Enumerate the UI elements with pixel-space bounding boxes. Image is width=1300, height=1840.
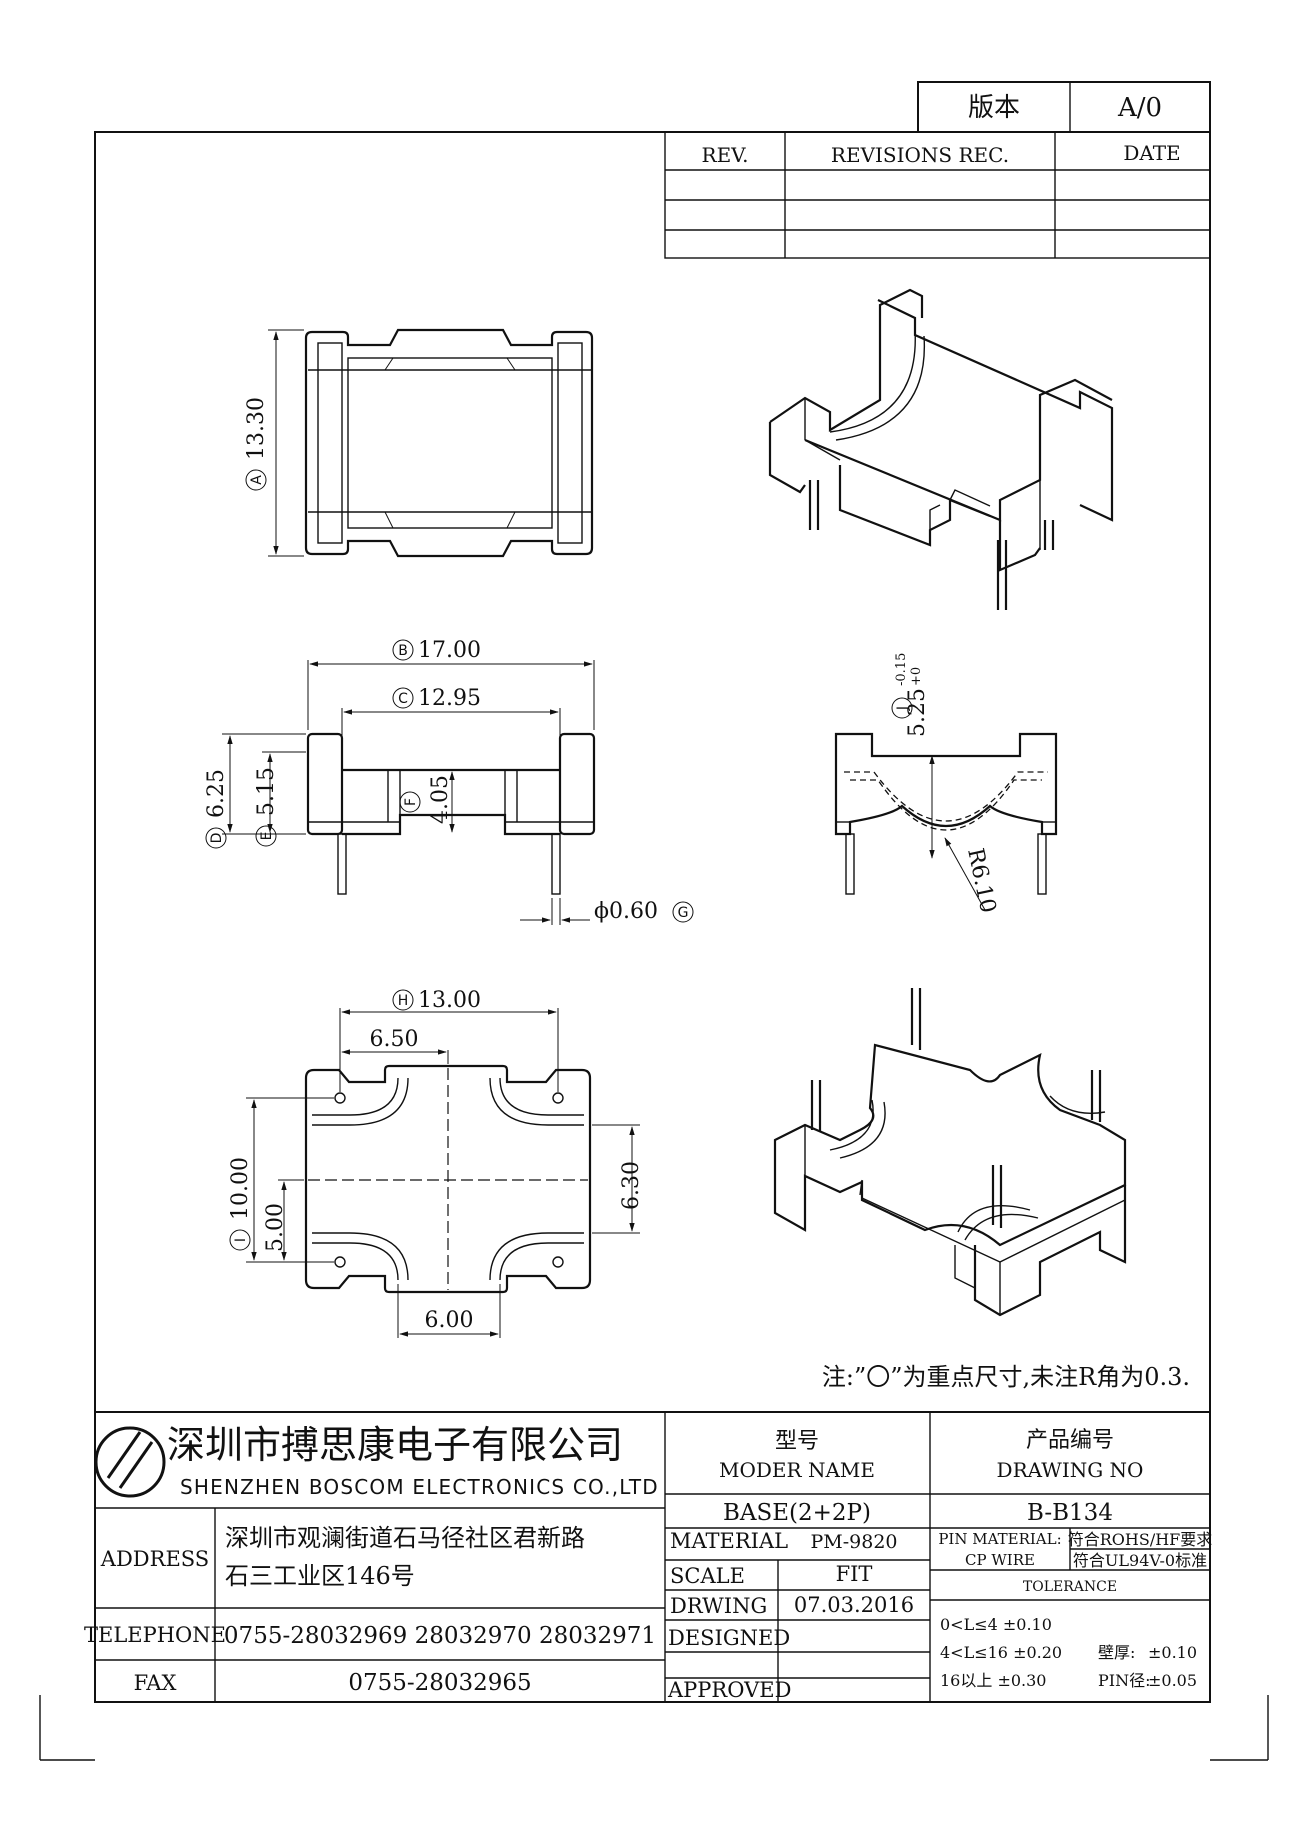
side-view: J 5.25 +0 -0.15 R6.10 (834, 653, 1058, 915)
dim-g-value: ϕ0.60 (594, 899, 658, 924)
title-block: 深圳市搏思康电子有限公司 SHENZHEN BOSCOM ELECTRONICS… (84, 1411, 1213, 1702)
drawing-note: 注:”〇”为重点尺寸,未注R角为0.3. (822, 1363, 1190, 1391)
rev-header: REV. (702, 143, 749, 167)
model-label-cn: 型号 (775, 1429, 819, 1454)
dim-g-marker: G (678, 905, 689, 921)
dim-a-value: 13.30 (244, 397, 269, 460)
revisions-table: REV. REVISIONS REC. DATE (664, 131, 1211, 259)
dim-e-marker: E (259, 832, 275, 841)
company-logo (94, 1426, 166, 1498)
dim-bottom-width: 6.00 (425, 1308, 474, 1333)
crop-marks (39, 1695, 1269, 1761)
material-label: MATERIAL (670, 1529, 788, 1553)
material-value: PM-9820 (810, 1531, 897, 1553)
fax-value: 0755-28032965 (348, 1670, 531, 1696)
dim-h-value: 13.00 (418, 988, 481, 1013)
tolerance-range-2: 4<L≤16 ±0.20 (940, 1643, 1062, 1662)
version-label: 版本 (968, 93, 1020, 123)
dim-i-value: 10.00 (228, 1157, 253, 1220)
dim-radius: R6.10 (962, 846, 1000, 915)
model-label-en: MODER NAME (719, 1458, 875, 1482)
address-line-2: 石三工业区146号 (225, 1562, 415, 1590)
drawing-date-label: DRWING (670, 1594, 767, 1618)
dim-notch-height: 6.30 (619, 1161, 644, 1210)
approved-label: APPROVED (667, 1678, 791, 1702)
dim-half-height: 5.00 (263, 1203, 288, 1252)
date-header: DATE (1123, 141, 1180, 165)
dim-j-tol-lower: -0.15 (894, 653, 909, 686)
pin-diameter-value: ±0.05 (1148, 1671, 1197, 1690)
dim-b-value: 17.00 (418, 638, 481, 663)
dim-j-tol-upper: +0 (909, 667, 924, 686)
company-name-en: SHENZHEN BOSCOM ELECTRONICS CO.,LTD (180, 1475, 659, 1499)
front-view: B 17.00 C 12.95 D 6.25 E 5.15 F 4.05 (204, 638, 694, 925)
dim-d-value: 6.25 (204, 769, 229, 818)
version-value: A/0 (1117, 93, 1162, 123)
dim-j-value: 5.25 (905, 688, 930, 737)
pin-material-value: CP WIRE (965, 1551, 1035, 1569)
dim-c-marker: C (398, 691, 408, 707)
dim-f-marker: F (403, 798, 419, 806)
revisions-rec-header: REVISIONS REC. (831, 143, 1009, 167)
model-value: BASE(2+2P) (723, 1500, 871, 1526)
dim-f-value: 4.05 (428, 775, 453, 824)
drawing-border (94, 131, 1211, 1703)
isometric-view-bottom (773, 988, 1127, 1317)
tolerance-range-3: 16以上 ±0.30 (940, 1671, 1046, 1690)
version-box: 版本 A/0 (917, 81, 1211, 133)
top-view: A 13.30 (244, 328, 594, 558)
telephone-label: TELEPHONE (84, 1623, 226, 1647)
address-line-1: 深圳市观澜街道石马径社区君新路 (225, 1524, 585, 1552)
scale-label: SCALE (670, 1564, 745, 1588)
drawing-no-label-cn: 产品编号 (1026, 1428, 1114, 1453)
address-label: ADDRESS (100, 1547, 209, 1571)
drawing-date-value: 07.03.2016 (794, 1593, 914, 1617)
pin-material-label: PIN MATERIAL: (938, 1530, 1061, 1548)
wall-thickness-value: ±0.10 (1148, 1643, 1197, 1662)
pin-diameter-label: PIN径: (1098, 1671, 1150, 1690)
tolerance-label: TOLERANCE (1023, 1579, 1117, 1595)
company-name-cn: 深圳市搏思康电子有限公司 (167, 1423, 623, 1467)
wall-thickness-label: 壁厚: (1098, 1643, 1135, 1662)
drawing-no-value: B-B134 (1027, 1500, 1113, 1526)
designed-label: DESIGNED (668, 1626, 790, 1650)
compliance-rohs: 符合ROHS/HF要求 (1068, 1530, 1213, 1549)
dim-e-value: 5.15 (254, 767, 279, 816)
dim-j-marker: J (895, 706, 911, 711)
drawing-no-label-en: DRAWING NO (997, 1458, 1144, 1482)
compliance-ul: 符合UL94V-0标准 (1073, 1551, 1207, 1570)
dim-i-marker: I (233, 1238, 249, 1242)
dim-h-marker: H (398, 993, 409, 1009)
fax-label: FAX (134, 1671, 177, 1695)
scale-value: FIT (836, 1562, 873, 1586)
dim-d-marker: D (209, 833, 225, 844)
telephone-value: 0755-28032969 28032970 28032971 (224, 1623, 656, 1649)
isometric-view-top (768, 288, 1114, 610)
bottom-view: H 13.00 6.50 I 10.00 5.00 6.30 6.00 (228, 988, 644, 1338)
dim-b-marker: B (398, 643, 408, 659)
tolerance-range-1: 0<L≤4 ±0.10 (940, 1615, 1052, 1634)
dim-half-width: 6.50 (370, 1027, 419, 1052)
dim-c-value: 12.95 (418, 686, 481, 711)
dim-a-marker: A (249, 475, 265, 485)
